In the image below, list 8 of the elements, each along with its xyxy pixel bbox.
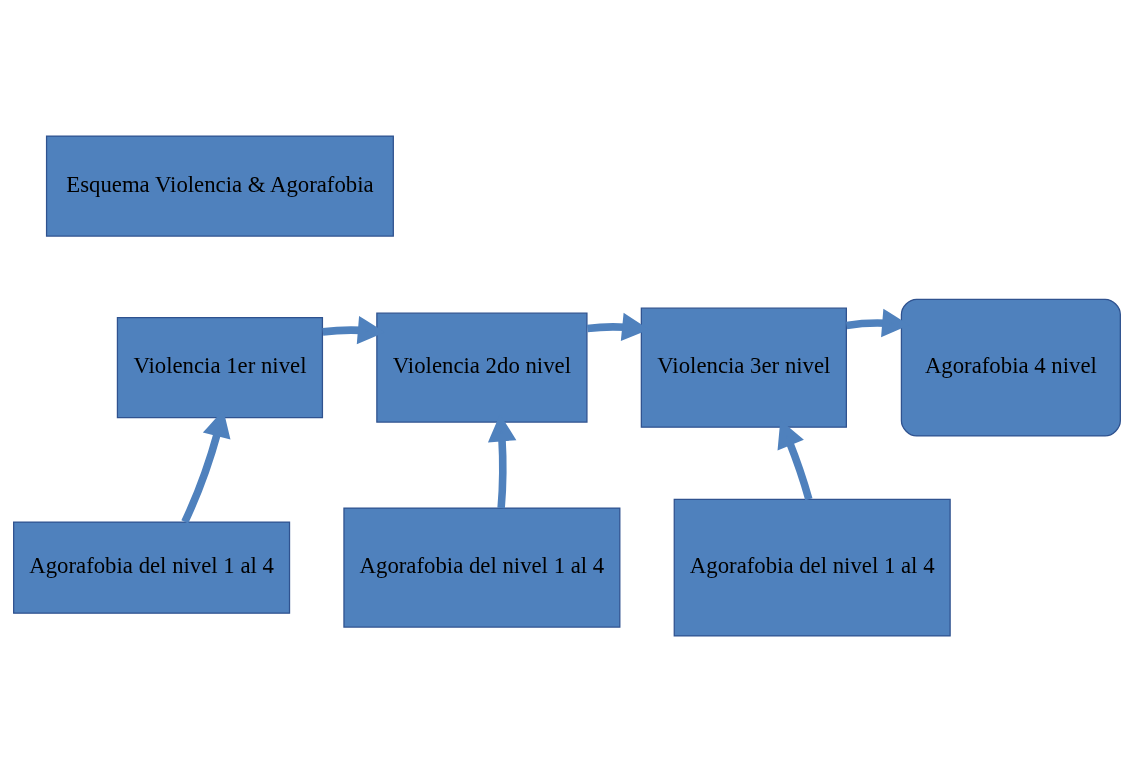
- node-box: Agorafobia del nivel 1 al 4: [13, 520, 291, 614]
- node-box: Violencia 1er nivel: [116, 316, 324, 418]
- node-box: Esquema Violencia & Agorafobia: [45, 134, 394, 237]
- node-box: Agorafobia del nivel 1 al 4: [673, 498, 951, 637]
- node-box: Violencia 2do nivel: [376, 312, 588, 423]
- node-box: Agorafobia del nivel 1 al 4: [343, 507, 621, 628]
- node-box: Violencia 3er nivel: [640, 307, 847, 428]
- node-box: Agorafobia 4 nivel: [900, 298, 1121, 437]
